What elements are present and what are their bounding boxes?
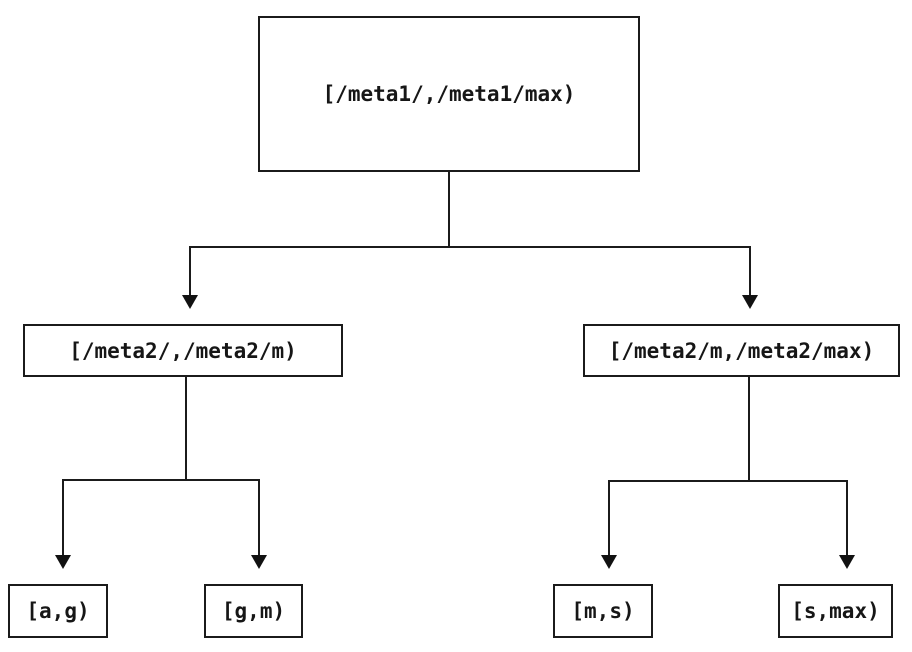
arrowhead-icon bbox=[55, 555, 71, 569]
tree-node-leaf-gm: [g,m) bbox=[204, 584, 303, 638]
tree-node-right: [/meta2/m,/meta2/max) bbox=[583, 324, 900, 377]
tree-node-leaf-ag: [a,g) bbox=[8, 584, 108, 638]
tree-node-right-label: [/meta2/m,/meta2/max) bbox=[608, 338, 875, 363]
tree-node-root-label: [/meta1/,/meta1/max) bbox=[322, 82, 576, 106]
arrowhead-icon bbox=[742, 295, 758, 309]
arrowhead-icon bbox=[839, 555, 855, 569]
tree-node-root: [/meta1/,/meta1/max) bbox=[258, 16, 640, 172]
tree-node-leaf-ag-label: [a,g) bbox=[26, 599, 90, 623]
tree-node-leaf-ms: [m,s) bbox=[553, 584, 653, 638]
arrowhead-icon bbox=[182, 295, 198, 309]
arrowhead-icon bbox=[601, 555, 617, 569]
tree-node-left-label: [/meta2/,/meta2/m) bbox=[69, 338, 297, 363]
tree-node-leaf-ms-label: [m,s) bbox=[571, 599, 635, 623]
tree-node-leaf-gm-label: [g,m) bbox=[221, 599, 286, 623]
tree-node-leaf-smax: [s,max) bbox=[778, 584, 893, 638]
tree-node-left: [/meta2/,/meta2/m) bbox=[23, 324, 343, 377]
arrowhead-icon bbox=[251, 555, 267, 569]
tree-node-leaf-smax-label: [s,max) bbox=[791, 599, 880, 623]
